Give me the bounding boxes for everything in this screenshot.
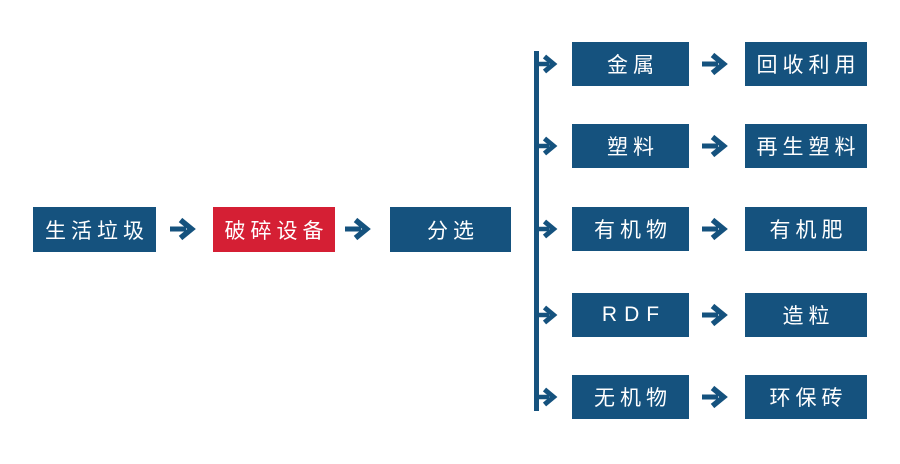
node-household-waste: 生活垃圾 [33, 207, 156, 252]
branch-arrow-icon [537, 135, 561, 157]
branch-arrow-icon [537, 218, 561, 240]
node-crushing-equipment: 破碎设备 [213, 207, 335, 252]
arrow-right-icon [701, 385, 731, 409]
arrow-right-icon [344, 217, 374, 241]
arrow-right-icon [701, 303, 731, 327]
node-eco-brick: 环保砖 [745, 375, 867, 419]
node-recycled-plastic: 再生塑料 [745, 124, 867, 168]
node-organic-matter: 有机物 [572, 207, 689, 251]
branch-arrow-icon [537, 304, 561, 326]
node-rdf: RDF [572, 293, 689, 337]
node-plastic: 塑料 [572, 124, 689, 168]
branch-arrow-icon [537, 386, 561, 408]
branch-arrow-icon [537, 53, 561, 75]
node-granulation: 造粒 [745, 293, 867, 337]
branch-line [534, 51, 539, 411]
node-sorting: 分选 [390, 207, 511, 252]
node-inorganic-matter: 无机物 [572, 375, 689, 419]
node-recycling: 回收利用 [745, 42, 867, 86]
node-organic-fertilizer: 有机肥 [745, 207, 867, 251]
arrow-right-icon [701, 52, 731, 76]
arrow-right-icon [701, 134, 731, 158]
arrow-right-icon [701, 217, 731, 241]
arrow-right-icon [169, 217, 199, 241]
node-metal: 金属 [572, 42, 689, 86]
